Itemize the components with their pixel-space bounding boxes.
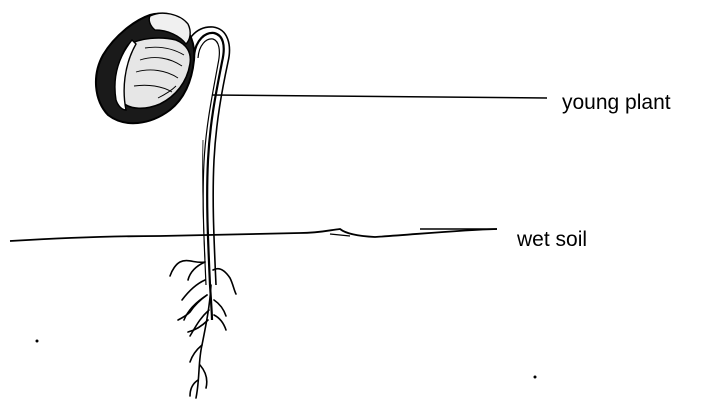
seed <box>96 13 194 123</box>
dot <box>36 340 39 343</box>
young-plant-label: young plant <box>562 92 671 113</box>
soil-line <box>10 229 497 241</box>
roots <box>170 261 236 398</box>
soil-line-tick <box>330 234 350 236</box>
young-plant-leader-line <box>212 95 547 98</box>
wet-soil-label: wet soil <box>517 229 587 250</box>
dot <box>534 376 537 379</box>
